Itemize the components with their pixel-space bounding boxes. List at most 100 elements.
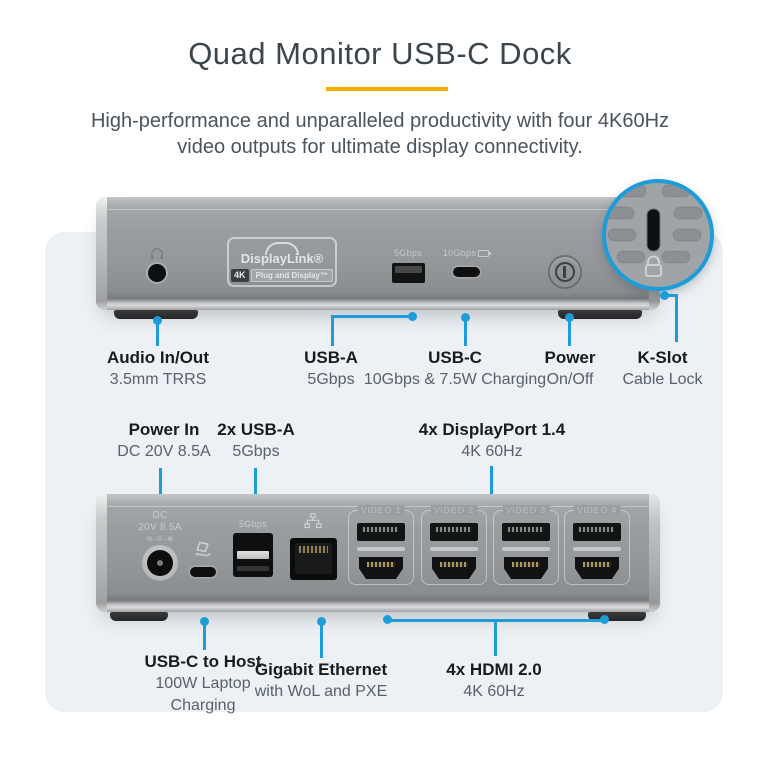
leader-line-audio xyxy=(156,321,159,346)
subtitle-line-2: video outputs for ultimate display conne… xyxy=(177,136,583,158)
usb-a-back-silkscreen: 5Gbps xyxy=(238,519,268,529)
video-group-4: VIDEO 4 xyxy=(564,505,630,585)
title-underline xyxy=(326,87,448,91)
hdmi-port-2 xyxy=(432,557,476,579)
dock-back-chassis: DC 20V 8.5A ⊖–⊙–⊕ 5Gbps xyxy=(96,494,660,612)
displayport-port-2 xyxy=(430,523,478,541)
video-group-1-label: VIDEO 1 xyxy=(357,505,405,515)
callout-power-title: Power xyxy=(544,348,596,367)
chassis-top-edge xyxy=(100,209,656,210)
hdmi-pins xyxy=(367,562,395,567)
hdmi-port-4 xyxy=(575,557,619,579)
usb-a-port-front xyxy=(392,263,425,283)
video-group-1: VIDEO 1 xyxy=(348,505,414,585)
callout-ethernet-sub: with WoL and PXE xyxy=(254,683,388,700)
page-title: Quad Monitor USB-C Dock xyxy=(188,36,572,71)
usb-c-silkscreen-text: 10Gbps xyxy=(442,248,477,258)
displayport-port-4 xyxy=(573,523,621,541)
displayport-pins xyxy=(579,527,615,532)
callout-k-slot-title: K-Slot xyxy=(637,348,688,367)
power-button xyxy=(548,255,582,289)
usb-a-tongue xyxy=(237,551,269,559)
lock-icon xyxy=(645,255,662,277)
leader-line-usb-a-h xyxy=(331,315,413,318)
callout-usb-c-front: USB-C 10Gbps & 7.5W Charging xyxy=(362,346,548,391)
callout-k-slot-sub: Cable Lock xyxy=(622,371,703,388)
displayport-port-1 xyxy=(357,523,405,541)
leader-line-k-slot-h xyxy=(665,294,678,297)
callout-audio-sub: 3.5mm TRRS xyxy=(109,371,207,388)
hdmi-pins xyxy=(440,562,468,567)
headphones-icon xyxy=(151,248,163,260)
callout-power: Power On/Off xyxy=(515,346,625,391)
callout-usb-a-back-sub: 5Gbps xyxy=(232,443,280,460)
callout-displayport-title: 4x DisplayPort 1.4 xyxy=(418,420,566,439)
usb-a-tongue xyxy=(395,266,422,273)
network-icon xyxy=(304,513,322,529)
callout-usb-c-host-sub2: Charging xyxy=(170,697,236,714)
displayport-pins xyxy=(508,527,544,532)
leader-dot-audio xyxy=(153,316,162,325)
leader-dot-k-slot xyxy=(660,291,669,300)
dc-polarity-icon: ⊖–⊙–⊕ xyxy=(146,536,174,543)
callout-power-sub: On/Off xyxy=(546,371,594,388)
power-icon-bar xyxy=(562,266,566,278)
callout-power-in-title: Power In xyxy=(128,420,200,439)
ethernet-port-pins xyxy=(299,546,328,553)
dock-foot xyxy=(588,612,646,621)
dc-power-port xyxy=(142,545,178,581)
video-group-2-label: VIDEO 2 xyxy=(430,505,478,515)
usb-c-port-front xyxy=(453,267,480,277)
displaylink-4k-badge: 4K xyxy=(231,269,249,282)
callout-usb-c-host-title: USB-C to Host xyxy=(144,652,262,671)
leader-dot-usb-c-host xyxy=(200,617,209,626)
leader-line-hdmi-v xyxy=(494,621,497,656)
callout-usb-c-host-sub1: 100W Laptop xyxy=(155,675,251,692)
dc-silkscreen-line1: DC xyxy=(152,510,168,521)
video-group-3: VIDEO 3 xyxy=(493,505,559,585)
callout-usb-a-title: USB-A xyxy=(304,348,358,367)
displayport-pins xyxy=(436,527,472,532)
usb-a-tongue xyxy=(237,566,269,571)
leader-line-power-in xyxy=(159,468,162,500)
leader-line-usb-c xyxy=(464,318,467,346)
callout-usb-c-title: USB-C xyxy=(428,348,482,367)
callout-usb-a-back: 2x USB-A 5Gbps xyxy=(196,418,316,463)
callout-usb-a-sub: 5Gbps xyxy=(307,371,355,388)
leader-dot-hdmi-left xyxy=(383,615,392,624)
hdmi-port-1 xyxy=(359,557,403,579)
dock-back-view: DC 20V 8.5A ⊖–⊙–⊕ 5Gbps xyxy=(96,494,660,621)
displaylink-tagline: Plug and Display™ xyxy=(250,269,333,282)
dc-silkscreen-line2: 20V 8.5A xyxy=(138,522,182,533)
port-groove xyxy=(573,547,621,551)
page-subtitle: High-performance and unparalleled produc… xyxy=(30,108,730,160)
leader-line-displayport-v xyxy=(490,466,493,503)
usb-c-silkscreen: 10Gbps xyxy=(432,248,500,258)
dock-foot xyxy=(110,612,168,621)
callout-ethernet-title: Gigabit Ethernet xyxy=(254,660,388,679)
callout-power-in: Power In DC 20V 8.5A xyxy=(104,418,224,463)
ethernet-port xyxy=(290,538,337,580)
callout-power-in-sub: DC 20V 8.5A xyxy=(117,443,211,460)
callout-displayport-sub: 4K 60Hz xyxy=(461,443,523,460)
k-slot-magnifier-art xyxy=(606,184,703,277)
k-slot-opening xyxy=(646,208,661,252)
callout-hdmi-sub: 4K 60Hz xyxy=(463,683,525,700)
port-groove xyxy=(502,547,550,551)
callout-hdmi-title: 4x HDMI 2.0 xyxy=(446,660,542,679)
dock-foot xyxy=(114,310,198,319)
port-groove xyxy=(357,547,405,551)
battery-icon xyxy=(478,250,492,258)
leader-line-power xyxy=(568,318,571,346)
leader-dot-power xyxy=(565,313,574,322)
hdmi-pins xyxy=(583,562,611,567)
displayport-pins xyxy=(363,527,399,532)
leader-dot-ethernet xyxy=(317,617,326,626)
dc-power-port-pin xyxy=(157,560,163,566)
displayport-port-3 xyxy=(502,523,550,541)
callout-usb-a-front: USB-A 5Gbps xyxy=(276,346,386,391)
leader-line-usb-a-back xyxy=(254,468,257,500)
callout-k-slot: K-Slot Cable Lock xyxy=(605,346,720,391)
port-groove xyxy=(430,547,478,551)
